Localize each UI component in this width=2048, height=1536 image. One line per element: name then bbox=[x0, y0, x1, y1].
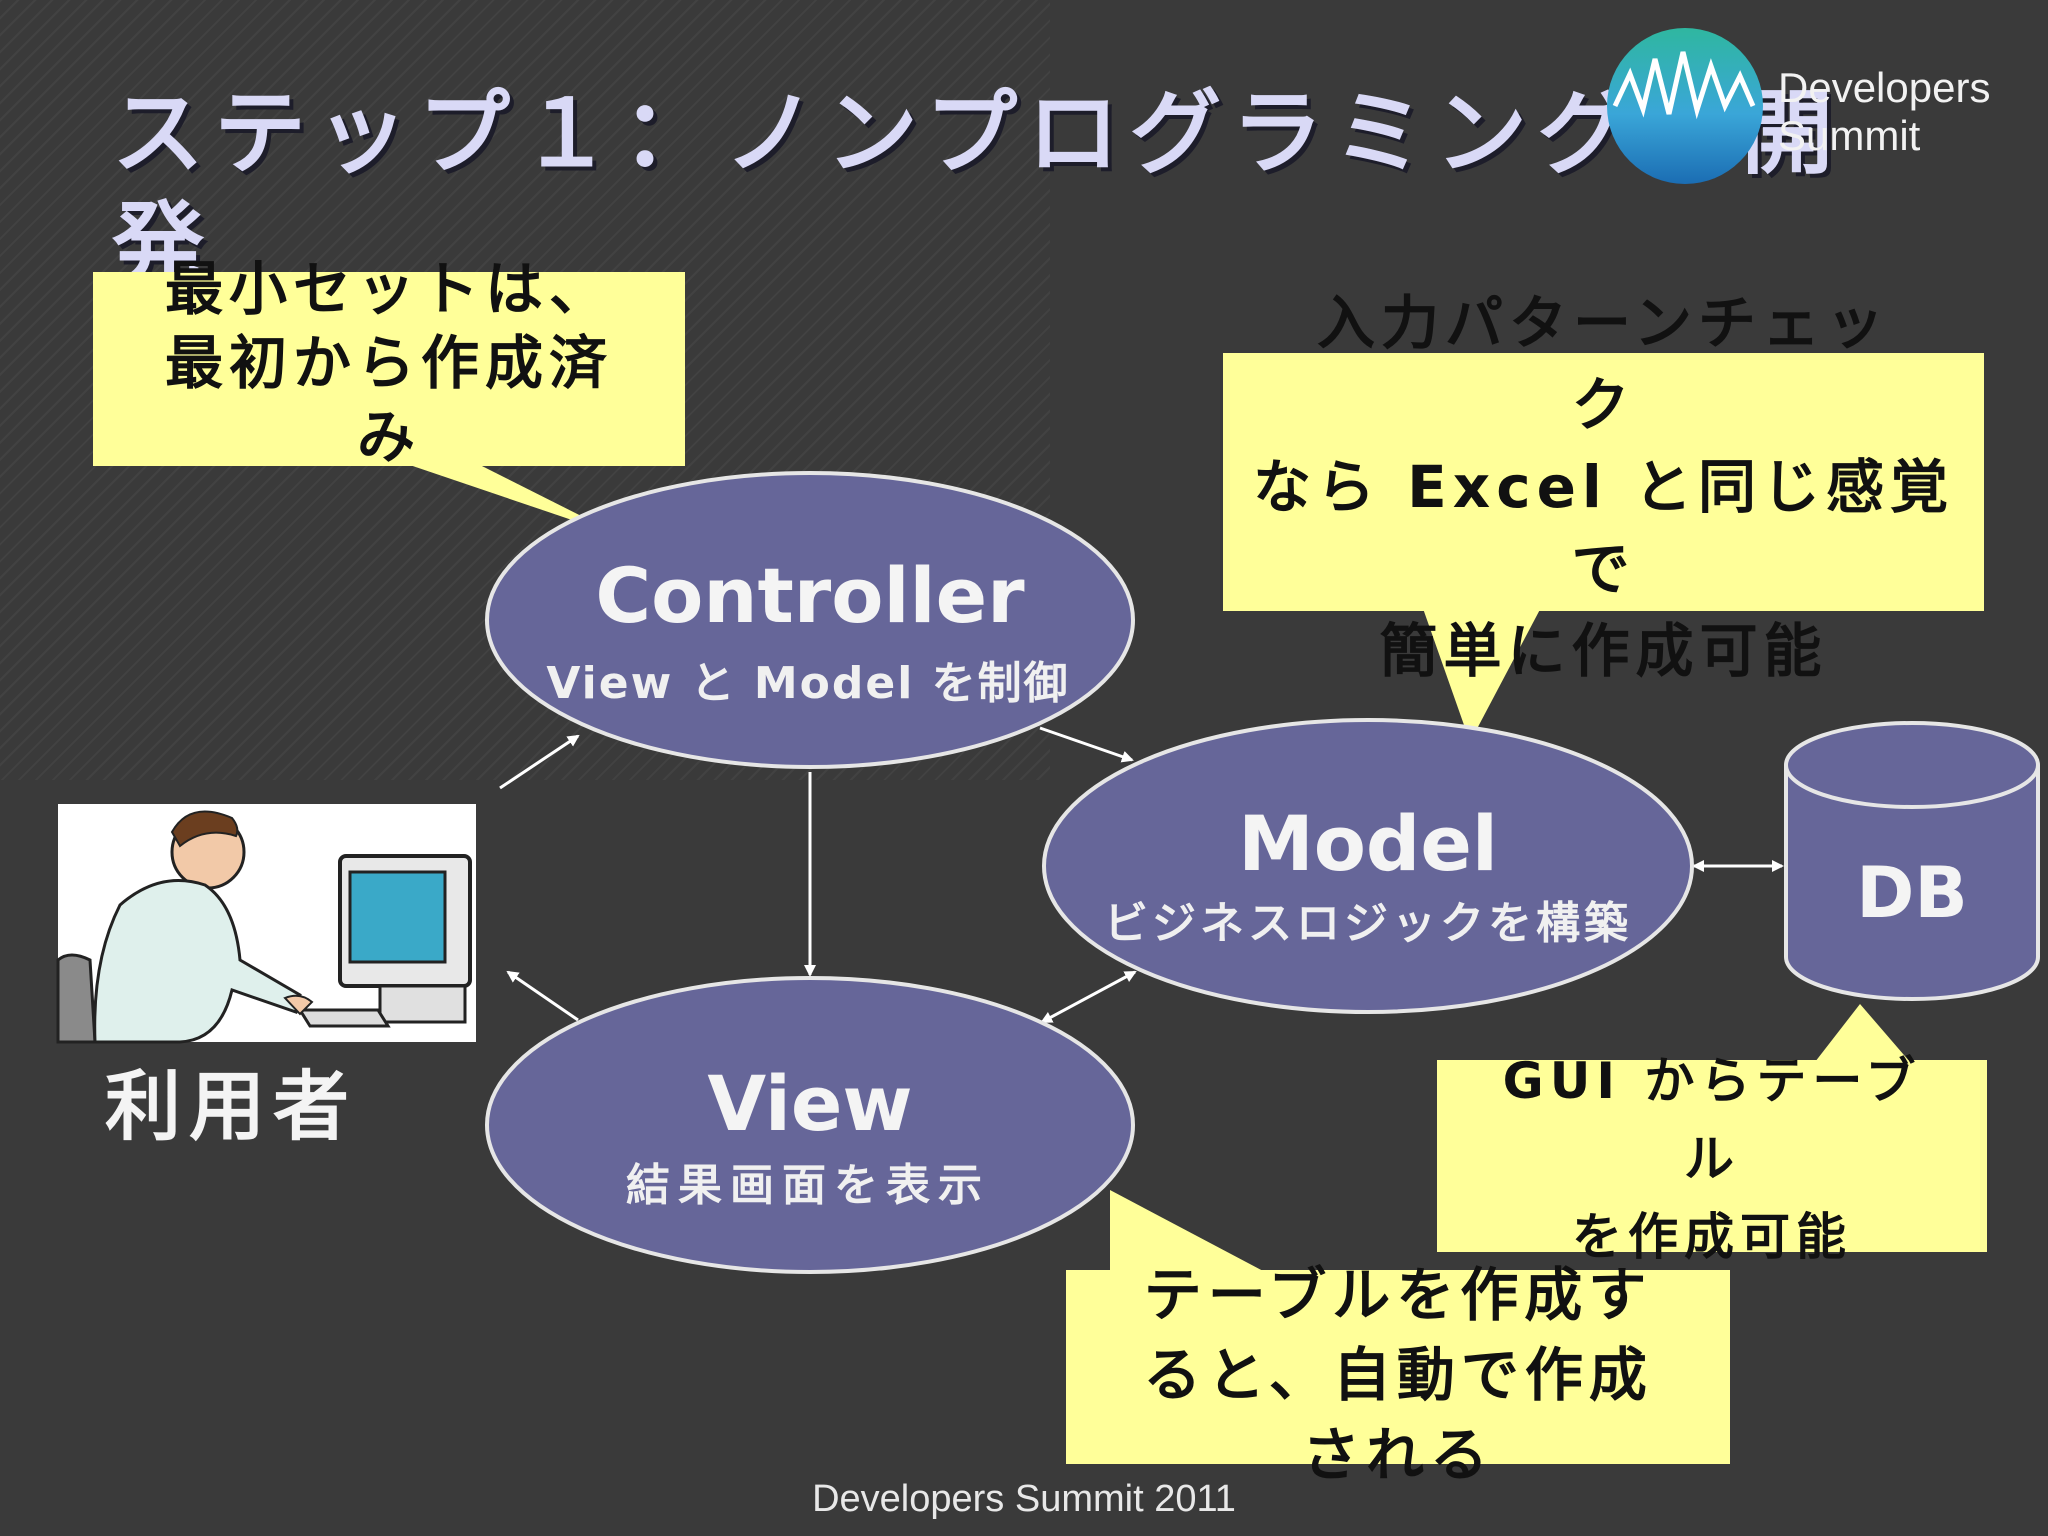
model-view-arrow bbox=[1040, 970, 1137, 1024]
view-callout-pointer bbox=[1110, 1190, 1265, 1272]
controller-node: Controller View と Model を制御 bbox=[485, 471, 1135, 769]
db-callout-text: GUI からテーブ ル を作成可能 bbox=[1502, 1052, 1922, 1266]
view-to-user-arrow bbox=[506, 970, 579, 1022]
controller-to-model-arrow bbox=[1039, 726, 1134, 763]
user-to-controller-arrow bbox=[499, 734, 580, 790]
db-callout-pointer bbox=[1815, 1004, 1910, 1062]
view-title: View bbox=[707, 1059, 912, 1148]
controller-title: Controller bbox=[595, 551, 1025, 640]
model-callout-pointer bbox=[1420, 600, 1545, 742]
controller-subtitle: View と Model を制御 bbox=[546, 658, 1069, 709]
view-callout-text: テーブルを作成す ると、自動で作成 される bbox=[1143, 1261, 1653, 1489]
model-callout-text: 入力パターンチェッ ク なら Excel と同じ感覚 で 簡単に作成可能 bbox=[1252, 289, 1954, 685]
model-node: Model ビジネスロジックを構築 bbox=[1042, 718, 1694, 1014]
logo-emblem-icon bbox=[1607, 28, 1763, 184]
controller-callout-text: 最小セットは、 最初から作成済 み bbox=[164, 255, 613, 471]
user-at-computer-image bbox=[56, 804, 476, 1044]
keyboard-icon bbox=[297, 1008, 391, 1028]
db-callout bbox=[1437, 1060, 1987, 1252]
view-subtitle: 結果画面を表示 bbox=[626, 1160, 990, 1211]
view-callout bbox=[1066, 1270, 1730, 1464]
slide-footer: Developers Summit 2011 bbox=[812, 1478, 1236, 1520]
db-label: DB bbox=[1856, 852, 1967, 934]
view-node: View 結果画面を表示 bbox=[485, 976, 1135, 1274]
controller-callout bbox=[93, 272, 685, 466]
slide-title: ステップ１：ノンプログラミングで開発 bbox=[112, 80, 1844, 299]
model-callout bbox=[1223, 353, 1984, 611]
developers-summit-logo: Developers Summit bbox=[1595, 14, 2035, 184]
controller-callout-pointer bbox=[395, 460, 625, 538]
logo-text-line2: Summit bbox=[1778, 112, 1921, 159]
user-label: 利用者 bbox=[105, 1062, 357, 1151]
model-subtitle: ビジネスロジックを構築 bbox=[1104, 898, 1632, 949]
model-title: Model bbox=[1238, 799, 1498, 888]
logo-text-line1: Developers bbox=[1778, 64, 1991, 111]
db-cylinder: DB bbox=[1784, 721, 2040, 1001]
